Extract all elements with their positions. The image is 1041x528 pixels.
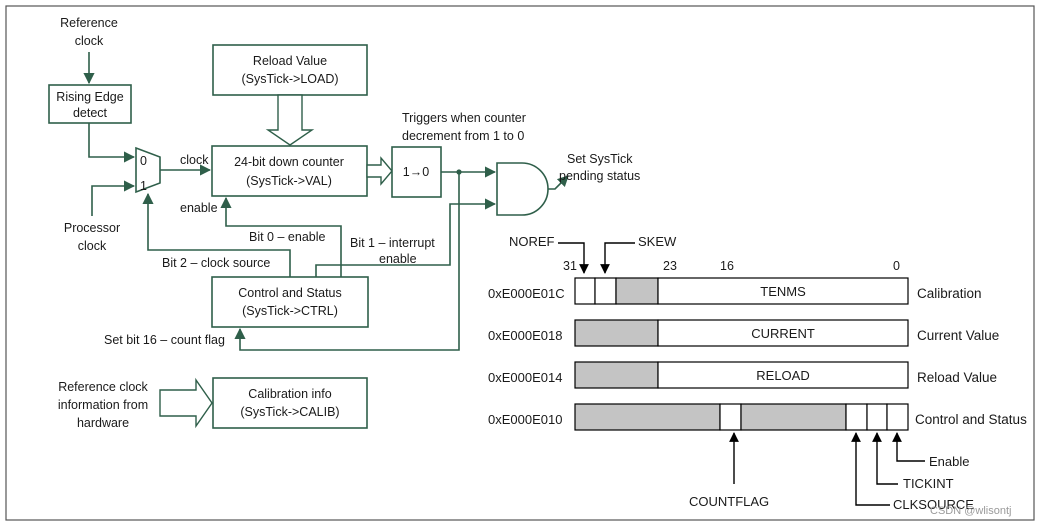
current-register-name: Current Value	[917, 328, 999, 343]
rising-edge-line2: detect	[73, 106, 108, 120]
proc-clock-to-mux	[91, 180, 136, 216]
bit31-label: 31	[563, 259, 577, 273]
reload-reserved	[574, 361, 659, 389]
calibration-info-box	[212, 377, 368, 429]
calib-register-name: Calibration	[917, 286, 982, 301]
proc-clock-line1: Processor	[64, 221, 120, 235]
ref-info-line1: Reference clock	[58, 380, 148, 394]
ctrl-countflag-bit	[719, 403, 742, 431]
bit16-count-flag-wire	[234, 172, 460, 351]
and-gate	[496, 162, 549, 216]
set-systick-line1: Set SysTick	[567, 152, 633, 166]
reload-value-line2: (SysTick->LOAD)	[241, 72, 338, 86]
rising-edge-line1: Rising Edge	[56, 90, 123, 104]
tickint-label: TICKINT	[903, 476, 954, 491]
bit16-pos-label: 16	[720, 259, 734, 273]
bit1-interrupt-wire	[315, 198, 497, 277]
set-systick-line2: pending status	[559, 169, 640, 183]
reload-arrow	[265, 94, 315, 146]
bit2-clock-source-wire	[142, 192, 291, 277]
bit0-label: Bit 0 – enable	[249, 230, 325, 244]
current-label: CURRENT	[751, 326, 815, 341]
bit16-label: Set bit 16 – count flag	[104, 333, 225, 347]
calib-skew-bit	[594, 277, 617, 305]
skew-arrow	[600, 242, 635, 274]
ref-clock-line2: clock	[75, 34, 104, 48]
calibration-info-line2: (SysTick->CALIB)	[240, 405, 339, 419]
calib-tenms-field	[657, 277, 909, 305]
control-status-line1: Control and Status	[238, 286, 342, 300]
ctrl-address: 0xE000E010	[488, 412, 562, 427]
down-counter-line2: (SysTick->VAL)	[246, 174, 332, 188]
tickint-arrow	[872, 432, 898, 485]
triggers-line2: decrement from 1 to 0	[402, 129, 524, 143]
noref-label: NOREF	[509, 234, 555, 249]
calib-reserved	[615, 277, 659, 305]
clksource-arrow	[851, 432, 890, 506]
ref-info-arrow	[159, 377, 213, 429]
enable-arrow	[892, 432, 925, 462]
reload-value-box	[212, 44, 368, 96]
ctrl-clksource-bit	[845, 403, 868, 431]
bit0-enable-wire	[220, 196, 342, 277]
down-counter-box	[211, 145, 368, 197]
reload-label: RELOAD	[756, 368, 809, 383]
enable-bit-label: Enable	[929, 454, 969, 469]
bit1-label-line2: enable	[379, 252, 417, 266]
clksource-label: CLKSOURCE	[893, 497, 974, 512]
ref-info-line3: hardware	[77, 416, 129, 430]
ctrl-tickint-bit	[866, 403, 888, 431]
ref-info-line2: information from	[58, 398, 148, 412]
rising-edge-box	[48, 84, 132, 124]
calib-noref-bit	[574, 277, 596, 305]
clock-label: clock	[180, 153, 209, 167]
mux-input-1: 1	[140, 179, 147, 193]
ref-clock-line1: Reference	[60, 16, 118, 30]
triggers-line1: Triggers when counter	[402, 111, 526, 125]
current-reserved	[574, 319, 659, 347]
clock-mux	[135, 146, 161, 194]
gate-output	[548, 175, 569, 190]
current-field	[657, 319, 909, 347]
bit0-pos-label: 0	[893, 259, 900, 273]
control-status-box	[211, 276, 369, 328]
reload-field	[657, 361, 909, 389]
calibration-info-line1: Calibration info	[248, 387, 331, 401]
enable-label: enable	[180, 201, 218, 215]
tenms-label: TENMS	[760, 284, 806, 299]
transition-label: 1→0	[403, 165, 429, 179]
bit1-label-line1: Bit 1 – interrupt	[350, 236, 435, 250]
control-status-line2: (SysTick->CTRL)	[242, 304, 338, 318]
current-address: 0xE000E018	[488, 328, 562, 343]
reload-register-name: Reload Value	[917, 370, 997, 385]
counter-to-transition-arrow	[366, 156, 393, 186]
mux-input-0: 0	[140, 154, 147, 168]
ctrl-reserved-high	[574, 403, 721, 431]
bit23-label: 23	[663, 259, 677, 273]
skew-label: SKEW	[638, 234, 677, 249]
proc-clock-line2: clock	[78, 239, 107, 253]
reload-value-line1: Reload Value	[253, 54, 327, 68]
bit2-label: Bit 2 – clock source	[162, 256, 270, 270]
ctrl-reserved-low	[740, 403, 847, 431]
countflag-label: COUNTFLAG	[689, 494, 769, 509]
ctrl-enable-bit	[886, 403, 909, 431]
down-counter-line1: 24-bit down counter	[234, 155, 344, 169]
calib-address: 0xE000E01C	[488, 286, 565, 301]
ctrl-register-name: Control and Status	[915, 412, 1027, 427]
reload-address: 0xE000E014	[488, 370, 562, 385]
figure-frame	[5, 5, 1035, 521]
noref-arrow	[558, 242, 589, 274]
watermark: CSDN @wlisontj	[930, 505, 1011, 517]
rising-edge-to-mux	[88, 123, 136, 163]
